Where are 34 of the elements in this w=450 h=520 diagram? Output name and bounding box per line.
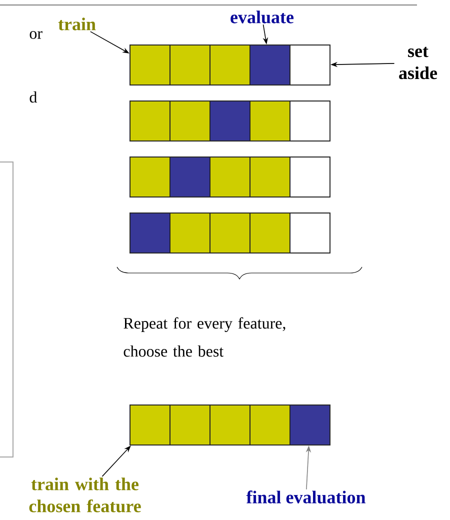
label-text: train (58, 18, 96, 30)
fold-cell (210, 156, 250, 198)
note-text: Repeat for every feature, choose the best (124, 317, 286, 357)
fold-cell (290, 156, 330, 198)
text-fragment: d (30, 91, 37, 103)
fold-cell (290, 212, 330, 254)
label-text: final evaluation (246, 490, 366, 504)
fold-cell (130, 156, 170, 198)
arrow (102, 446, 131, 477)
text-fragment: or (30, 31, 42, 39)
fold-cell (290, 404, 330, 446)
fold-cell (250, 44, 290, 86)
fold-cell (170, 156, 210, 198)
fold-cell (250, 156, 290, 198)
fold-cell (290, 100, 330, 142)
fold-cell (250, 404, 290, 446)
fold-cell (250, 100, 290, 142)
fold-cell (170, 404, 210, 446)
fold-cell (170, 212, 210, 254)
fold-cell (130, 100, 170, 142)
label-text: set aside (399, 46, 438, 80)
fold-cell (210, 100, 250, 142)
fold-cell (170, 100, 210, 142)
fold-cell (210, 44, 250, 86)
fold-cell (130, 44, 170, 86)
label-text: train with the chosen feature (29, 478, 141, 512)
fold-cell (250, 212, 290, 254)
fold-cell (290, 44, 330, 86)
label-text: evaluate (230, 10, 294, 24)
fold-cell (130, 404, 170, 446)
fold-cell (130, 212, 170, 254)
fold-cell (210, 404, 250, 446)
fold-cell (170, 44, 210, 86)
fold-cell (210, 212, 250, 254)
